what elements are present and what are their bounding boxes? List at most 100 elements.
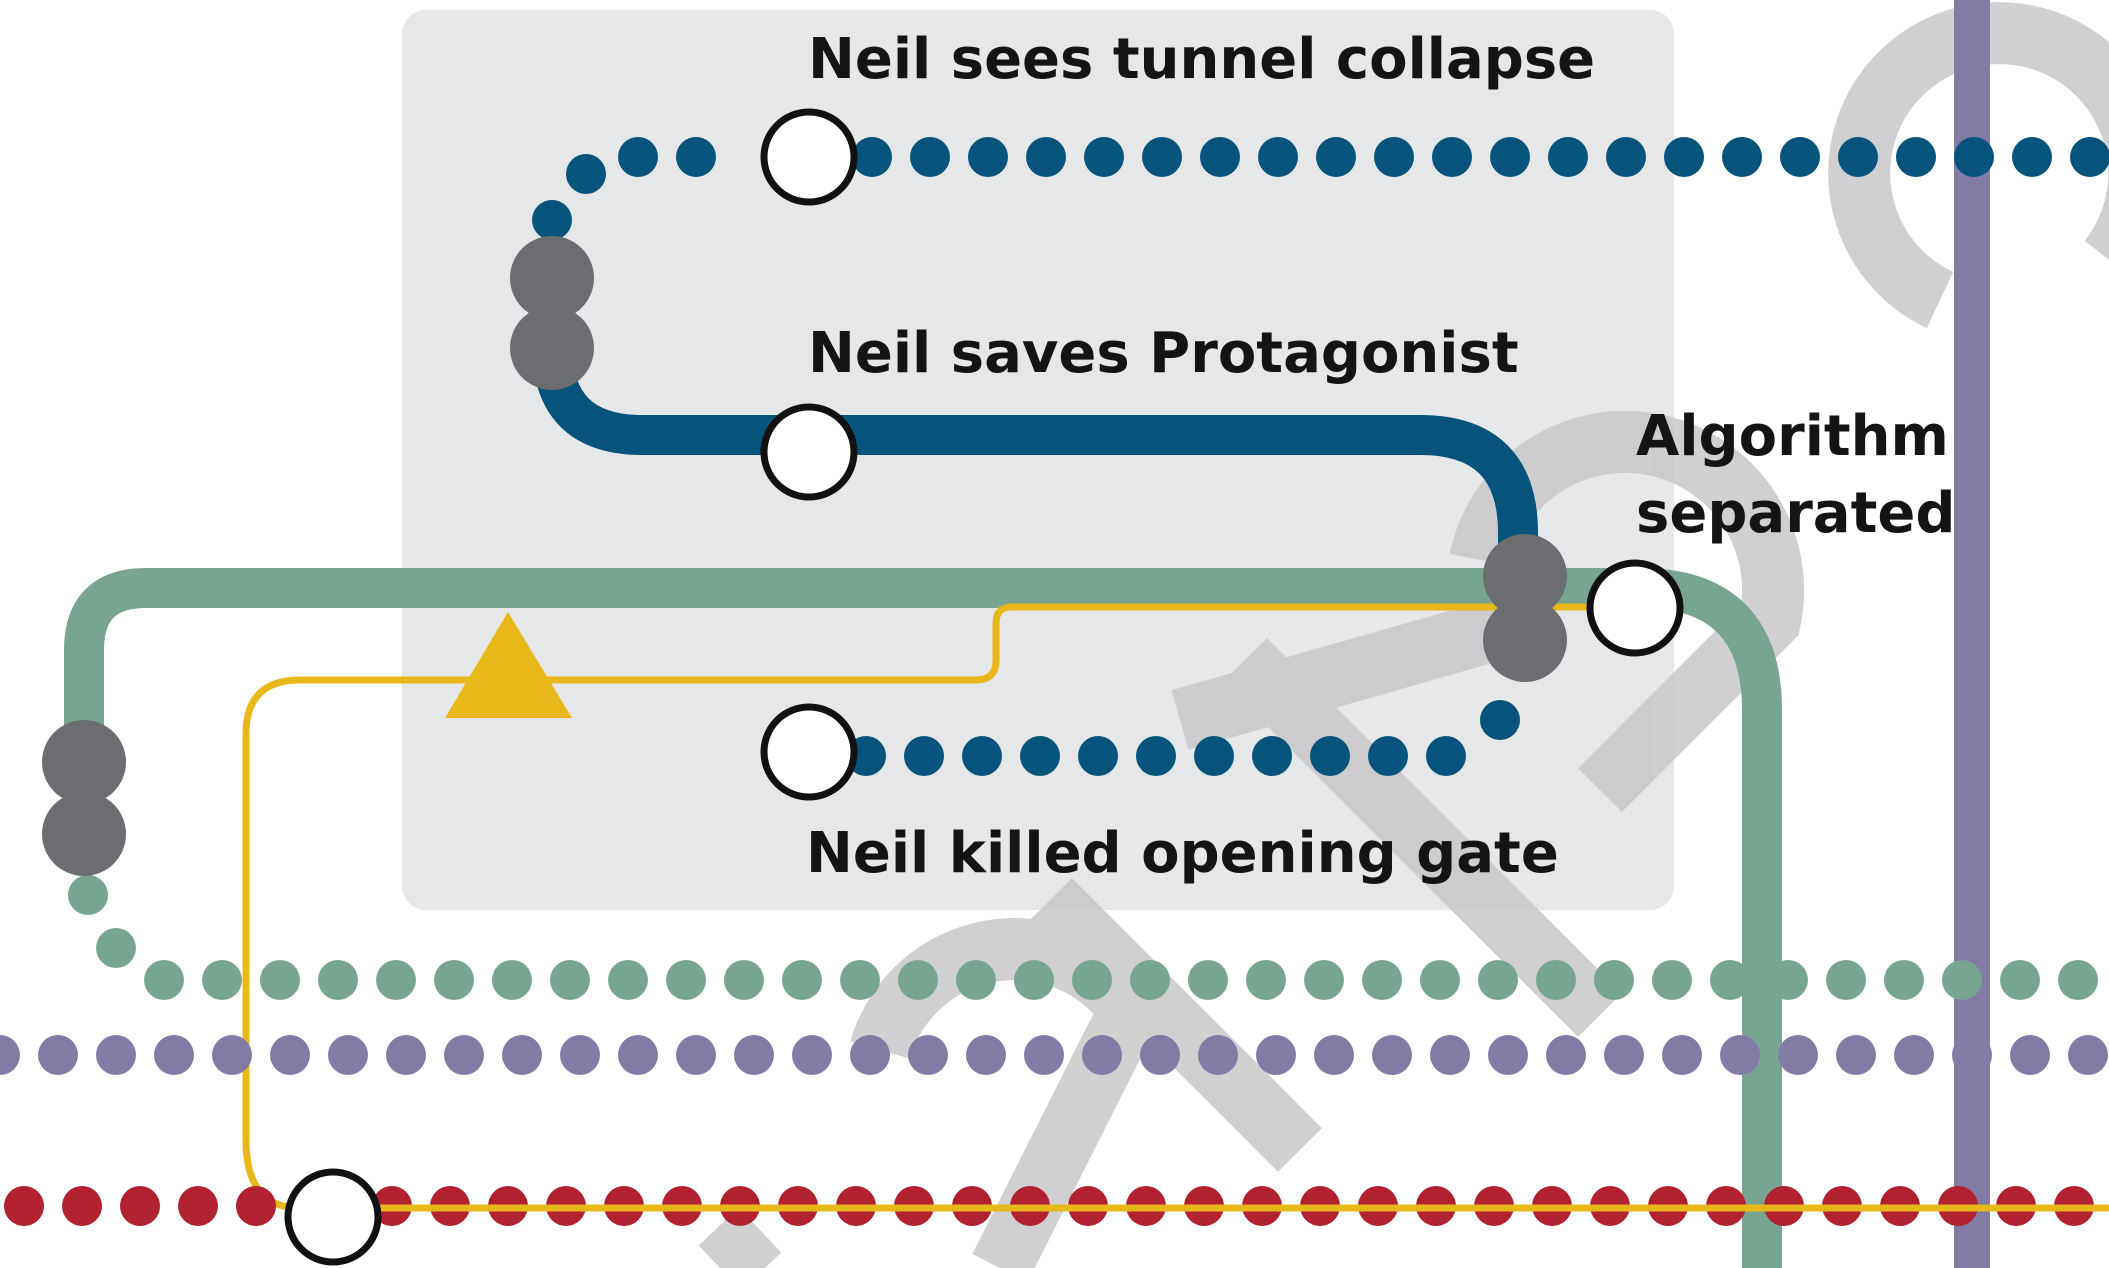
line-dot — [1942, 960, 1982, 1000]
station-red-junction[interactable] — [284, 1168, 382, 1266]
purple-dotted-line — [0, 1035, 2108, 1075]
label-algorithm-line2: separated — [1636, 481, 1955, 546]
line-dot — [1072, 960, 1112, 1000]
line-dot — [178, 1186, 218, 1226]
station-algorithm-separated[interactable] — [1586, 559, 1684, 657]
station-tunnel-collapse[interactable] — [760, 108, 858, 206]
line-dot — [1314, 1035, 1354, 1075]
line-dot — [144, 960, 184, 1000]
line-dot — [2068, 1035, 2108, 1075]
line-dot — [502, 1035, 542, 1075]
line-dot — [1130, 960, 1170, 1000]
line-dot — [666, 960, 706, 1000]
station-killed-gate[interactable] — [760, 703, 858, 801]
line-dot — [676, 137, 716, 177]
line-dot — [1430, 1035, 1470, 1075]
line-dot — [376, 960, 416, 1000]
line-dot — [212, 1035, 252, 1075]
line-dot — [1420, 960, 1460, 1000]
line-dot — [1252, 736, 1292, 776]
line-dot — [1024, 1035, 1064, 1075]
line-dot — [1838, 137, 1878, 177]
line-dot — [532, 200, 572, 240]
line-dot — [1432, 137, 1472, 177]
line-dot — [734, 1035, 774, 1075]
line-dot — [1246, 960, 1286, 1000]
line-dot — [96, 928, 136, 968]
line-dot — [1316, 137, 1356, 177]
line-dot — [618, 1035, 658, 1075]
line-dot — [0, 1035, 20, 1075]
line-dot — [608, 960, 648, 1000]
line-dot — [1082, 1035, 1122, 1075]
line-dot — [1362, 960, 1402, 1000]
junction-blue — [510, 236, 594, 390]
line-dot — [2070, 137, 2109, 177]
line-dot — [2000, 960, 2040, 1000]
line-dot — [676, 1035, 716, 1075]
label-killed-gate: Neil killed opening gate — [806, 821, 1559, 886]
line-dot — [1952, 1035, 1992, 1075]
line-dot — [1140, 1035, 1180, 1075]
line-dot — [1078, 736, 1118, 776]
line-dot — [1896, 137, 1936, 177]
line-dot — [38, 1035, 78, 1075]
line-dot — [840, 960, 880, 1000]
line-dot — [1720, 1035, 1760, 1075]
line-dot — [1836, 1035, 1876, 1075]
line-dot — [1478, 960, 1518, 1000]
line-dot — [236, 1186, 276, 1226]
station-saves-protagonist[interactable] — [760, 403, 858, 501]
line-dot — [1548, 137, 1588, 177]
line-dot — [328, 1035, 368, 1075]
line-dot — [1020, 736, 1060, 776]
line-dot — [1368, 736, 1408, 776]
line-dot — [1768, 960, 1808, 1000]
label-saves-protagonist: Neil saves Protagonist — [808, 321, 1519, 386]
line-dot — [962, 736, 1002, 776]
line-dot — [1488, 1035, 1528, 1075]
line-dot — [1426, 736, 1466, 776]
line-dot — [96, 1035, 136, 1075]
junction-left — [42, 720, 126, 876]
line-dot — [492, 960, 532, 1000]
line-dot — [782, 960, 822, 1000]
line-dot — [898, 960, 938, 1000]
line-dot — [966, 1035, 1006, 1075]
line-dot — [120, 1186, 160, 1226]
line-dot — [1894, 1035, 1934, 1075]
line-dot — [1826, 960, 1866, 1000]
yellow-line — [242, 603, 2109, 1212]
line-dot — [1188, 960, 1228, 1000]
line-dot — [270, 1035, 310, 1075]
line-dot — [1198, 1035, 1238, 1075]
line-dot — [852, 137, 892, 177]
line-dot — [1310, 736, 1350, 776]
line-dot — [1490, 137, 1530, 177]
line-dot — [1194, 736, 1234, 776]
line-dot — [1722, 137, 1762, 177]
line-dot — [1778, 1035, 1818, 1075]
line-dot — [68, 875, 108, 915]
line-dot — [850, 1035, 890, 1075]
line-dot — [1084, 137, 1124, 177]
line-dot — [1014, 960, 1054, 1000]
line-dot — [1372, 1035, 1412, 1075]
label-tunnel-collapse: Neil sees tunnel collapse — [808, 27, 1595, 92]
line-dot — [910, 137, 950, 177]
line-dot — [1954, 137, 1994, 177]
line-dot — [618, 137, 658, 177]
junction-algorithm — [1483, 534, 1567, 682]
line-dot — [386, 1035, 426, 1075]
line-dot — [1662, 1035, 1702, 1075]
green-dotted-line — [68, 875, 2098, 1000]
line-dot — [1374, 137, 1414, 177]
line-dot — [1256, 1035, 1296, 1075]
line-dot — [550, 960, 590, 1000]
line-dot — [1026, 137, 1066, 177]
line-dot — [1710, 960, 1750, 1000]
label-algorithm-line1: Algorithm — [1636, 404, 1949, 469]
line-dot — [260, 960, 300, 1000]
line-dot — [908, 1035, 948, 1075]
